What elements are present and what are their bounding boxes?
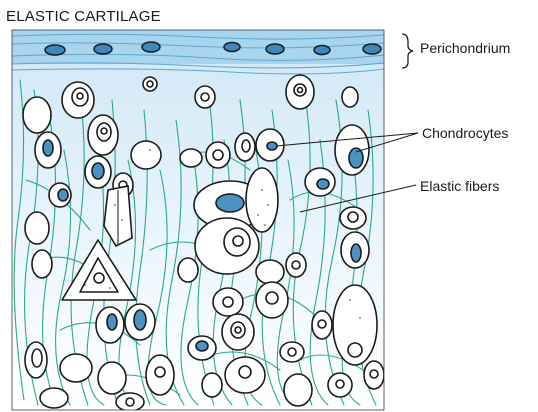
chondrocyte <box>235 133 255 161</box>
chondrocyte <box>305 168 335 196</box>
chondrocyte <box>35 132 61 168</box>
chondrocyte <box>225 357 265 393</box>
chondrocyte <box>32 250 52 278</box>
chondrocyte <box>246 168 278 232</box>
chondrocyte <box>40 388 68 408</box>
chondrocyte <box>222 314 254 350</box>
chondrocyte <box>312 311 332 339</box>
chondrocyte <box>98 362 126 394</box>
chondrocyte <box>333 285 377 365</box>
chondrocyte <box>49 183 71 207</box>
chondrocyte <box>96 307 124 343</box>
chondrocyte <box>125 304 155 340</box>
chondrocyte <box>206 142 230 168</box>
chondrocyte <box>143 77 157 91</box>
chondrocytes-label: Chondrocytes <box>422 125 508 141</box>
chondrocyte <box>178 258 198 282</box>
chondrocyte <box>364 361 384 389</box>
chondrocyte <box>188 336 216 360</box>
chondrocyte <box>131 141 161 169</box>
chondrocyte <box>60 354 92 382</box>
chondrocyte <box>256 260 284 284</box>
perichondrium-label: Perichondrium <box>420 40 510 56</box>
chondrocyte <box>202 373 222 397</box>
chondrocyte <box>256 282 288 318</box>
chondrocyte <box>23 97 51 133</box>
chondrocyte <box>341 232 369 268</box>
chondrocyte <box>62 82 94 118</box>
chondrocyte <box>340 207 366 229</box>
chondrocyte <box>146 355 174 395</box>
chondrocyte <box>25 212 49 244</box>
chondrocyte <box>88 115 118 155</box>
chondrocyte <box>280 342 304 362</box>
perichondrium-brace <box>402 34 413 68</box>
chondrocyte <box>195 86 215 108</box>
elastic-fibers-label: Elastic fibers <box>420 178 499 194</box>
chondrocyte <box>284 374 312 406</box>
chondrocyte <box>195 218 259 274</box>
chondrocyte <box>286 253 306 277</box>
chondrocyte <box>85 156 111 188</box>
chondrocyte <box>286 75 314 109</box>
chondrocyte <box>116 393 144 411</box>
chondrocyte <box>180 149 202 167</box>
chondrocyte <box>25 342 47 378</box>
chondrocyte <box>342 87 358 107</box>
chondrocyte <box>328 373 352 397</box>
chondrocyte <box>213 288 243 316</box>
chondrocyte <box>256 129 284 161</box>
